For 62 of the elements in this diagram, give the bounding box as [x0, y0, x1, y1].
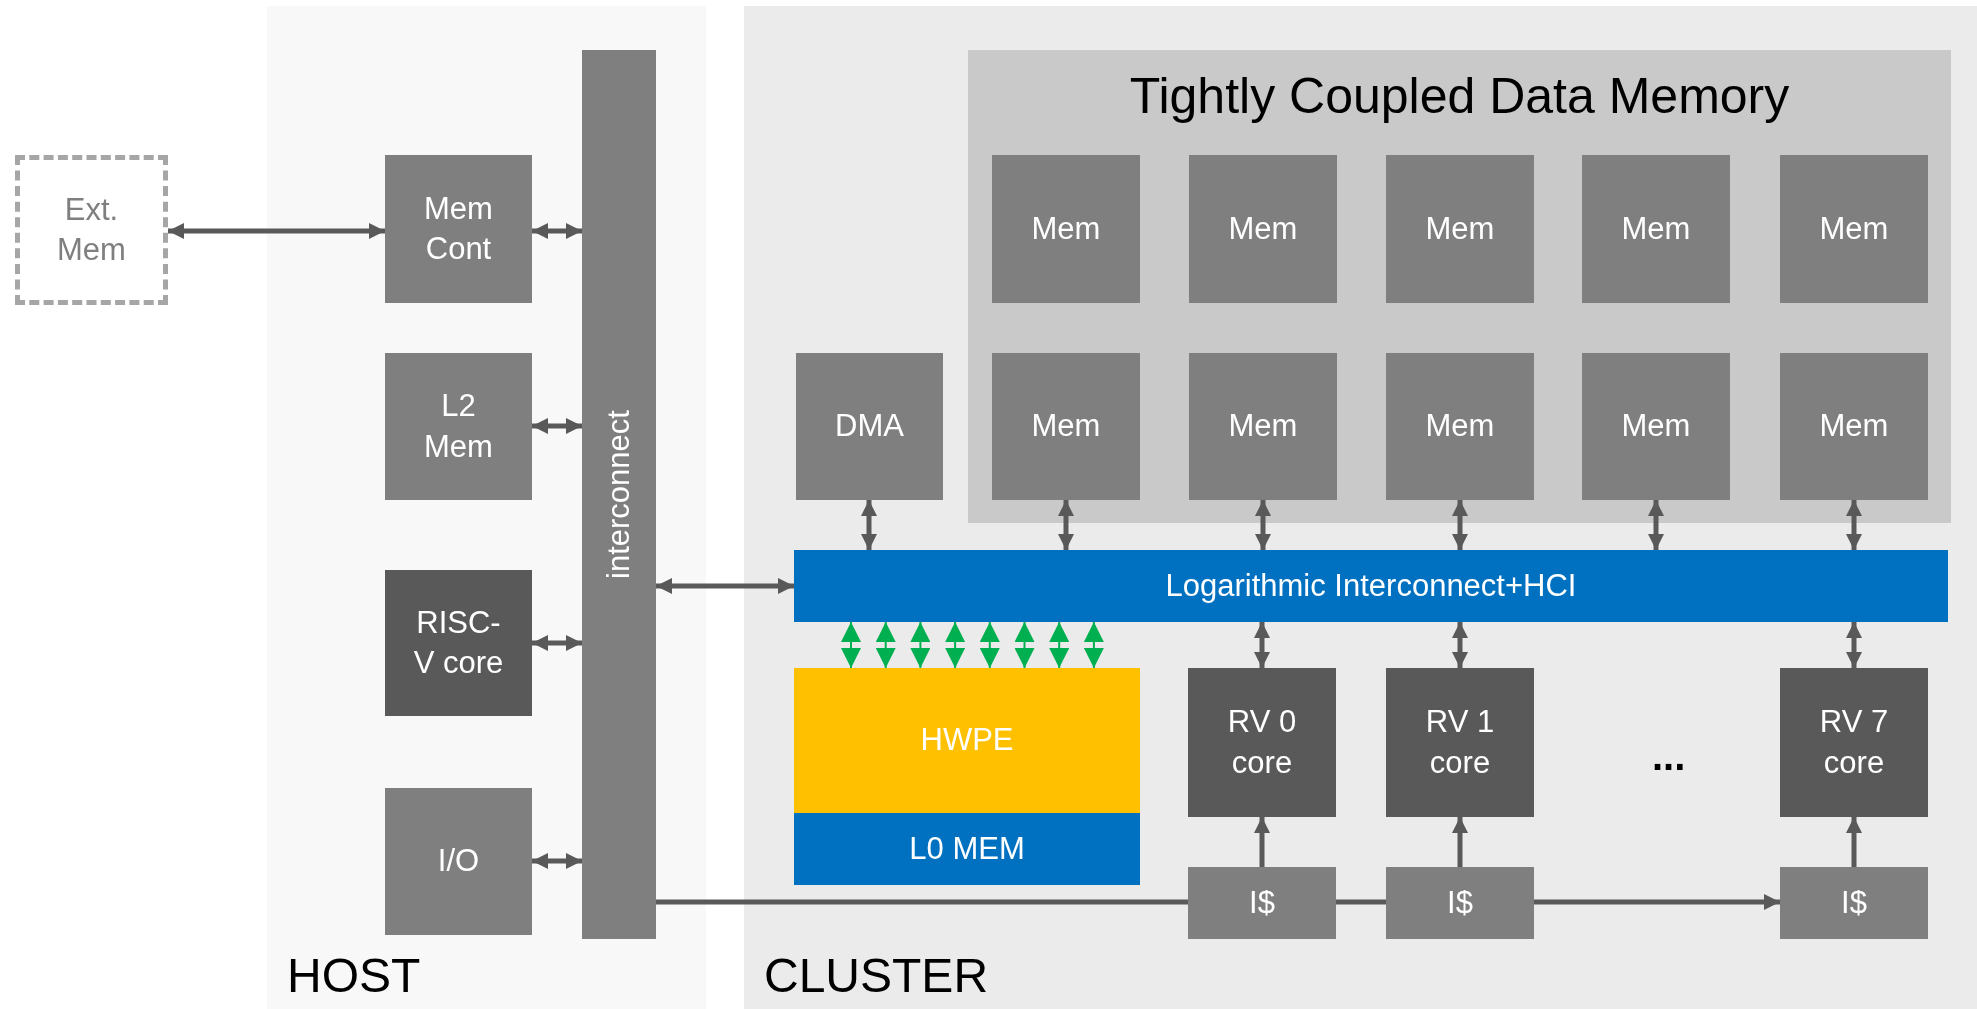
interconnect-bar: interconnect: [582, 50, 656, 939]
dma-block: DMA: [796, 353, 943, 500]
memory-block: L0 MEM: [794, 813, 1140, 885]
double-arrow: [945, 621, 966, 669]
memory-panel: [968, 50, 1951, 523]
core-block: RV 0 core: [1188, 668, 1336, 817]
core-block: RV 1 core: [1386, 668, 1534, 817]
ellipsis: ...: [1651, 733, 1687, 780]
double-arrow: [841, 621, 861, 669]
double-arrow: [1083, 621, 1104, 669]
memory-block: Mem: [1582, 155, 1730, 303]
double-arrow: [1255, 500, 1271, 550]
double-arrow: [1452, 622, 1468, 668]
memory-block: Mem: [992, 353, 1140, 500]
cache-block: I$: [1188, 867, 1336, 939]
double-arrow: [1452, 500, 1468, 550]
double-arrow: [1049, 621, 1070, 669]
cluster-panel: [744, 6, 1977, 1009]
double-arrow: [875, 621, 896, 669]
double-arrow: [1846, 500, 1862, 550]
double-arrow: [910, 621, 931, 669]
memory-block: Ext. Mem: [15, 155, 168, 305]
core-block: RISC-V core: [385, 570, 532, 716]
memory-block: Mem: [992, 155, 1140, 303]
memory-block: Mem: [1582, 353, 1730, 500]
connector-line: [1336, 899, 1386, 905]
memory-block: L2 Mem: [385, 353, 532, 500]
arrow: [1254, 817, 1270, 867]
io-block: I/O: [385, 788, 532, 935]
arrow: [1452, 817, 1468, 867]
memory-block: Mem: [1189, 155, 1337, 303]
arrow: [1846, 817, 1862, 867]
double-arrow: [168, 223, 385, 239]
memory-block: Mem: [1189, 353, 1337, 500]
double-arrow: [1254, 622, 1270, 668]
double-arrow: [656, 578, 794, 594]
controller-block: Mem Cont: [385, 155, 532, 303]
arrow: [1534, 894, 1780, 910]
panel-title: Tightly Coupled Data Memory: [1128, 67, 1791, 126]
cache-block: I$: [1780, 867, 1928, 939]
core-block: RV 7 core: [1780, 668, 1928, 817]
memory-block: Mem: [1780, 155, 1928, 303]
memory-block: Mem: [1386, 353, 1534, 500]
memory-block: Mem: [1780, 353, 1928, 500]
interconnect-bar: Logarithmic Interconnect+HCI: [794, 550, 1948, 622]
connector-line: [656, 899, 1188, 905]
double-arrow: [532, 635, 582, 651]
accelerator-block: HWPE: [794, 668, 1140, 813]
double-arrow: [1058, 500, 1074, 550]
double-arrow: [532, 418, 582, 434]
double-arrow: [979, 621, 1000, 669]
cache-block: I$: [1386, 867, 1534, 939]
double-arrow: [532, 223, 582, 239]
double-arrow: [861, 500, 877, 550]
panel-title: CLUSTER: [764, 947, 989, 1004]
double-arrow: [1648, 500, 1664, 550]
host-panel: [267, 6, 706, 1009]
panel-title: HOST: [287, 947, 421, 1004]
memory-block: Mem: [1386, 155, 1534, 303]
double-arrow: [1846, 622, 1862, 668]
double-arrow: [532, 853, 582, 869]
double-arrow: [1014, 621, 1035, 669]
